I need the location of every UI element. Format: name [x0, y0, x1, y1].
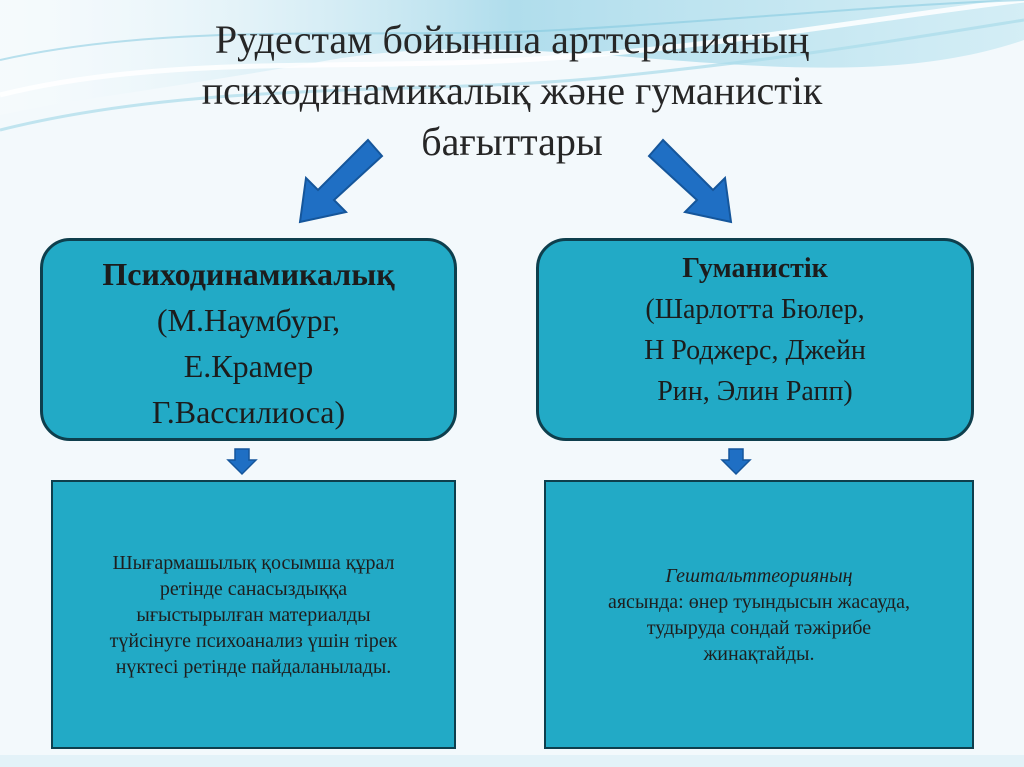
slide-title-line-2: психодинамикалық және гуманистік: [201, 68, 823, 113]
psychodynamic-box: Психодинамикалық (М.Наумбург, Е.Крамер Г…: [40, 238, 457, 441]
humanistic-description-box: Гештальттеорияның аясында: өнер туындысы…: [544, 480, 974, 749]
arrow-down-right-small-icon: [720, 448, 752, 476]
psychodynamic-line-3: Г.Вассилиоса): [151, 394, 346, 430]
psychodynamic-line-1: (М.Наумбург,: [156, 302, 341, 338]
psychodynamic-desc-line-3: ығыстырылған материалды: [136, 603, 371, 626]
humanistic-heading: Гуманистік: [682, 253, 828, 284]
humanistic-desc-line-2: тудыруда сондай тәжірибе: [646, 616, 872, 639]
slide-title-line-1: Рудестам бойынша арттерапияның: [214, 17, 810, 62]
humanistic-desc-line-3: жинақтайды.: [703, 642, 815, 665]
psychodynamic-desc-line-1: Шығармашылық қосымша құрал: [112, 551, 395, 574]
psychodynamic-description-box: Шығармашылық қосымша құрал ретінде санас…: [51, 480, 456, 749]
psychodynamic-desc-line-2: ретінде санасыздыққа: [159, 577, 348, 600]
humanistic-line-2: Н Роджерс, Джейн: [644, 335, 866, 366]
arrow-down-right-icon: [647, 138, 733, 224]
psychodynamic-desc-line-4: түйсінуге психоанализ үшін тірек: [109, 629, 398, 652]
slide-title-line-3: бағыттары: [421, 119, 603, 164]
psychodynamic-desc-line-5: нүктесі ретінде пайдаланылады.: [115, 655, 392, 678]
humanistic-line-3: Рин, Элин Рапп): [657, 376, 853, 407]
slide-title: Рудестам бойынша арттерапияның психодина…: [120, 14, 904, 167]
humanistic-line-1: (Шарлотта Бюлер,: [645, 294, 865, 325]
psychodynamic-line-2: Е.Крамер: [183, 348, 314, 384]
humanistic-box: Гуманистік (Шарлотта Бюлер, Н Роджерс, Д…: [536, 238, 974, 441]
psychodynamic-heading: Психодинамикалық: [102, 256, 395, 292]
humanistic-desc-italic-line: Гештальттеорияның: [665, 564, 853, 587]
humanistic-desc-line-1: аясында: өнер туындысын жасауда,: [607, 590, 910, 613]
arrow-down-left-icon: [298, 138, 384, 224]
arrow-down-left-small-icon: [226, 448, 258, 476]
